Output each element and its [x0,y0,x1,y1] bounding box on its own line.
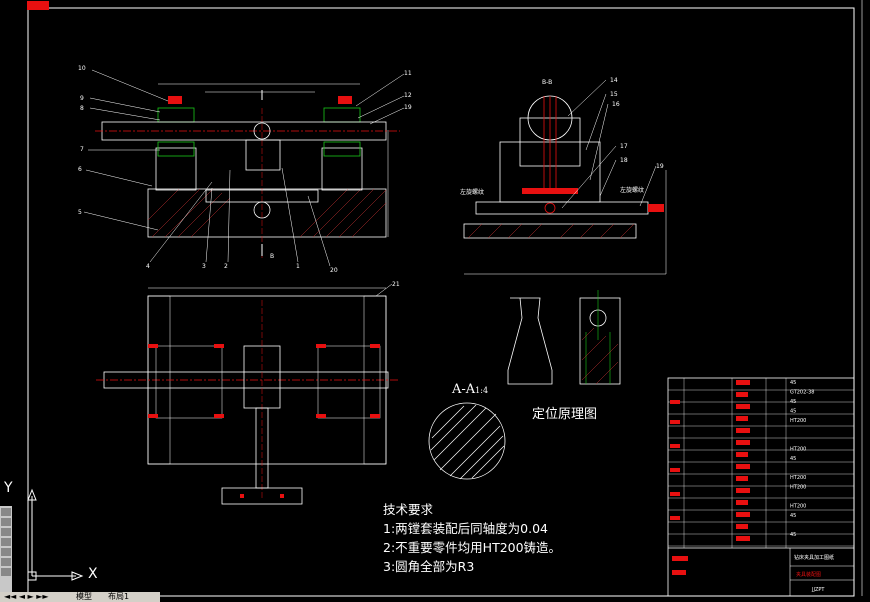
title-block-material: 45 [790,456,796,462]
tab-layout1[interactable]: 布局1 [108,592,130,601]
part-label-19-side: 19 [656,163,664,170]
title-block-material: 45 [790,409,796,415]
part-label-15: 15 [610,91,618,98]
side-part-labels: 14 15 16 17 18 19 B-B 左旋螺纹 左旋螺纹 [460,77,664,196]
tech-req-item-2: 2:不重要零件均用HT200铸造。 [383,540,562,555]
side-label-left: 左旋螺纹 [460,188,484,196]
part-label-2: 2 [224,263,228,270]
toolbar-btn-2[interactable] [1,518,11,526]
title-block-drawing-name: 夹具装配图 [796,571,821,578]
front-view [83,69,405,267]
part-label-9: 9 [80,95,84,102]
ucs-icon [27,488,84,581]
tech-req-title: 技术要求 [383,502,434,517]
title-block-material: HT200 [790,475,806,481]
tab-model[interactable]: 模型 [76,592,92,601]
title-block-drawing-no: JJZPT [811,587,825,593]
tech-req-item-1: 1:两镗套装配后同轴度为0.04 [383,521,548,536]
front-part-labels: 10 9 8 7 6 5 4 3 2 1 20 11 12 19 B [78,65,412,274]
top-view: 21 [96,281,400,505]
part-label-3: 3 [202,263,206,270]
toolbar-btn-5[interactable] [1,548,11,556]
title-block-material: HT200 [790,447,806,453]
part-label-8: 8 [80,105,84,112]
title-block-material: 45 [790,380,796,386]
part-label-12: 12 [404,92,412,99]
drawing-frame [27,7,855,597]
side-label-right: 左旋螺纹 [620,186,644,194]
tab-nav-arrows[interactable]: ◄◄ ◄ ► ►► [4,592,49,601]
ucs-x-label: X [88,566,98,582]
tech-req-item-3: 3:圆角全部为R3 [383,559,475,574]
title-block-material: HT200 [790,504,806,510]
section-a-a [428,402,506,480]
part-label-11: 11 [404,70,412,77]
part-label-7: 7 [80,146,84,153]
positioning-diagram [507,290,621,385]
side-view [463,79,667,275]
title-block-company: 钻床夹具加工图纸 [794,554,834,561]
principle-title: 定位原理图 [532,407,598,422]
part-label-5: 5 [78,209,82,216]
corner-tag [27,1,49,10]
title-block: 钻床夹具加工图纸 夹具装配图 JJZPT 45GT202-384545HT200… [667,377,855,597]
part-label-19: 19 [404,104,412,111]
part-label-17: 17 [620,143,628,150]
title-block-material: 45 [790,399,796,405]
part-label-14: 14 [610,77,618,84]
toolbar-btn-1[interactable] [1,508,11,516]
title-block-material: GT202-38 [790,390,814,396]
title-block-material: HT200 [790,485,806,491]
title-block-material: 45 [790,513,796,519]
view-mark-b: B [270,253,274,260]
part-label-10: 10 [78,65,86,72]
title-block-material: HT200 [790,418,806,424]
part-label-21: 21 [392,281,400,288]
layout-tabs: ◄◄ ◄ ► ►► 模型 布局1 [0,592,160,602]
toolbar-btn-6[interactable] [1,558,11,566]
toolbar-btn-7[interactable] [1,568,11,576]
toolbar-btn-4[interactable] [1,538,11,546]
part-label-18: 18 [620,157,628,164]
toolbar-btn-3[interactable] [1,528,11,536]
part-label-1: 1 [296,263,300,270]
section-label: A-A1:4 [452,382,489,397]
part-label-4: 4 [146,263,150,270]
ucs-y-label: Y [4,480,13,496]
title-block-material: 45 [790,532,796,538]
part-label-16: 16 [612,101,620,108]
technical-requirements: 技术要求 1:两镗套装配后同轴度为0.04 2:不重要零件均用HT200铸造。 … [383,500,561,576]
part-label-6: 6 [78,166,82,173]
view-mark-bb: B-B [542,79,552,86]
left-toolbar[interactable] [0,506,12,592]
part-label-20: 20 [330,267,338,274]
